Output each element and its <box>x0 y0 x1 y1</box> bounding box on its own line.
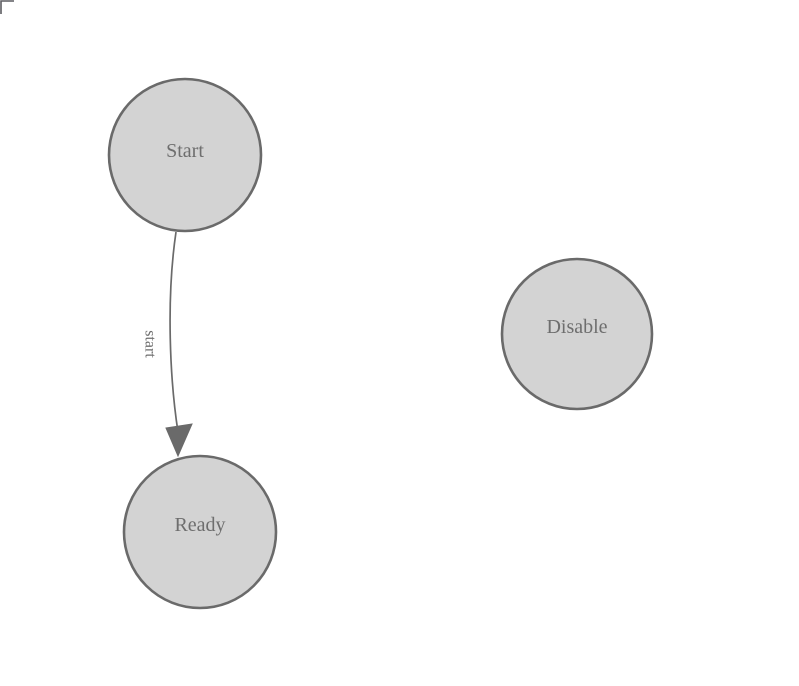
state-node-ready-shape[interactable] <box>122 454 278 610</box>
state-node-disable-label: Disable <box>546 316 607 338</box>
state-node-start[interactable]: Start <box>107 77 263 233</box>
state-node-disable[interactable]: Disable <box>500 257 654 411</box>
edge-line <box>169 231 179 433</box>
state-node-start-shape[interactable] <box>107 77 263 233</box>
edge-label-start: start <box>142 330 159 358</box>
edge-start-to-ready[interactable]: start <box>142 231 193 458</box>
state-node-disable-shape[interactable] <box>500 257 654 411</box>
state-node-ready[interactable]: Ready <box>122 454 278 610</box>
state-node-ready-label: Ready <box>174 514 225 536</box>
arrowhead-icon <box>165 423 193 458</box>
state-node-start-label: Start <box>166 140 204 162</box>
canvas-corner-mark-icon <box>0 0 14 14</box>
